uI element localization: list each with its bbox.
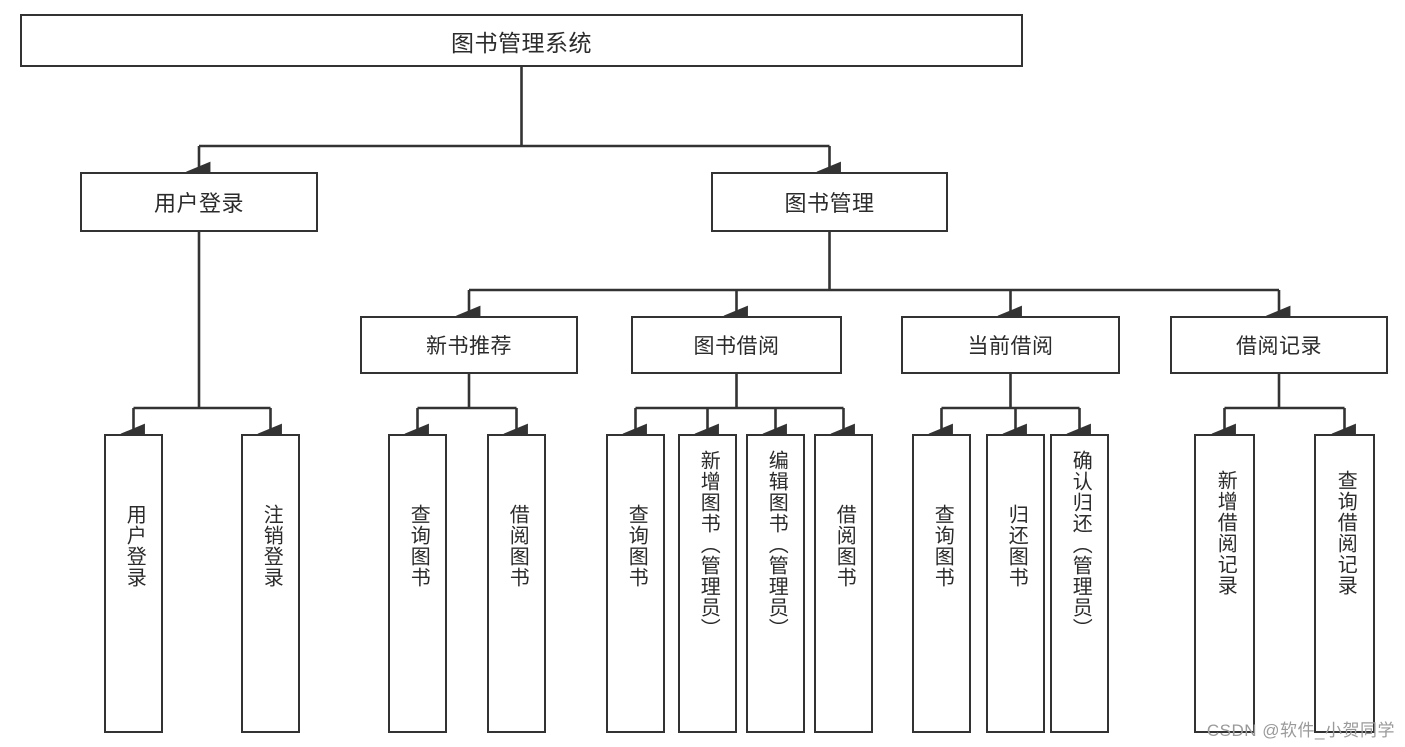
node-leaf-logout[interactable]: 注销登录 (241, 434, 300, 733)
node-borrow-record-label: 借阅记录 (1236, 335, 1322, 358)
node-root[interactable]: 图书管理系统 (20, 14, 1023, 67)
node-leaf-edit-book-admin[interactable]: 编辑图书（管理员） (746, 434, 805, 733)
node-leaf-return-book[interactable]: 归还图书 (986, 434, 1045, 733)
node-root-label: 图书管理系统 (451, 29, 592, 56)
node-leaf-current-query-book[interactable]: 查询图书 (912, 434, 971, 733)
node-book-borrow[interactable]: 图书借阅 (631, 316, 842, 374)
node-leaf-edit-book-admin-label: 编辑图书（管理员） (765, 450, 788, 639)
node-current-borrow[interactable]: 当前借阅 (901, 316, 1120, 374)
node-leaf-logout-label: 注销登录 (260, 504, 283, 588)
node-leaf-add-borrow-record[interactable]: 新增借阅记录 (1194, 434, 1255, 733)
node-leaf-return-book-label: 归还图书 (1005, 504, 1028, 588)
node-leaf-current-query-book-label: 查询图书 (931, 504, 954, 588)
node-user-login-label: 用户登录 (153, 191, 244, 216)
node-leaf-user-login-label: 用户登录 (123, 504, 146, 588)
node-leaf-borrow-query-book-label: 查询图书 (625, 504, 648, 588)
node-book-management-label: 图书管理 (784, 191, 875, 216)
node-leaf-recommend-borrow-book[interactable]: 借阅图书 (487, 434, 546, 733)
node-new-book-recommend-label: 新书推荐 (426, 335, 512, 358)
node-book-borrow-label: 图书借阅 (693, 335, 780, 358)
node-leaf-confirm-return-admin-label: 确认归还（管理员） (1069, 450, 1092, 639)
node-leaf-add-book-admin-label: 新增图书（管理员） (697, 450, 720, 639)
node-leaf-query-borrow-record-label: 查询借阅记录 (1334, 470, 1357, 596)
node-user-login[interactable]: 用户登录 (80, 172, 318, 232)
node-leaf-add-book-admin[interactable]: 新增图书（管理员） (678, 434, 737, 733)
node-leaf-query-borrow-record[interactable]: 查询借阅记录 (1314, 434, 1375, 733)
csdn-watermark: CSDN @软件_小贺同学 (1206, 721, 1395, 740)
node-leaf-add-borrow-record-label: 新增借阅记录 (1214, 470, 1237, 596)
node-leaf-recommend-query-book[interactable]: 查询图书 (388, 434, 447, 733)
node-current-borrow-label: 当前借阅 (967, 335, 1054, 358)
node-book-management[interactable]: 图书管理 (711, 172, 948, 232)
node-leaf-recommend-query-book-label: 查询图书 (407, 504, 430, 588)
node-leaf-borrow-query-book[interactable]: 查询图书 (606, 434, 665, 733)
node-leaf-borrow-borrow-book-label: 借阅图书 (833, 504, 856, 588)
node-leaf-recommend-borrow-book-label: 借阅图书 (506, 504, 529, 588)
node-new-book-recommend[interactable]: 新书推荐 (360, 316, 578, 374)
node-leaf-confirm-return-admin[interactable]: 确认归还（管理员） (1050, 434, 1109, 733)
node-leaf-user-login[interactable]: 用户登录 (104, 434, 163, 733)
node-borrow-record[interactable]: 借阅记录 (1170, 316, 1388, 374)
node-leaf-borrow-borrow-book[interactable]: 借阅图书 (814, 434, 873, 733)
